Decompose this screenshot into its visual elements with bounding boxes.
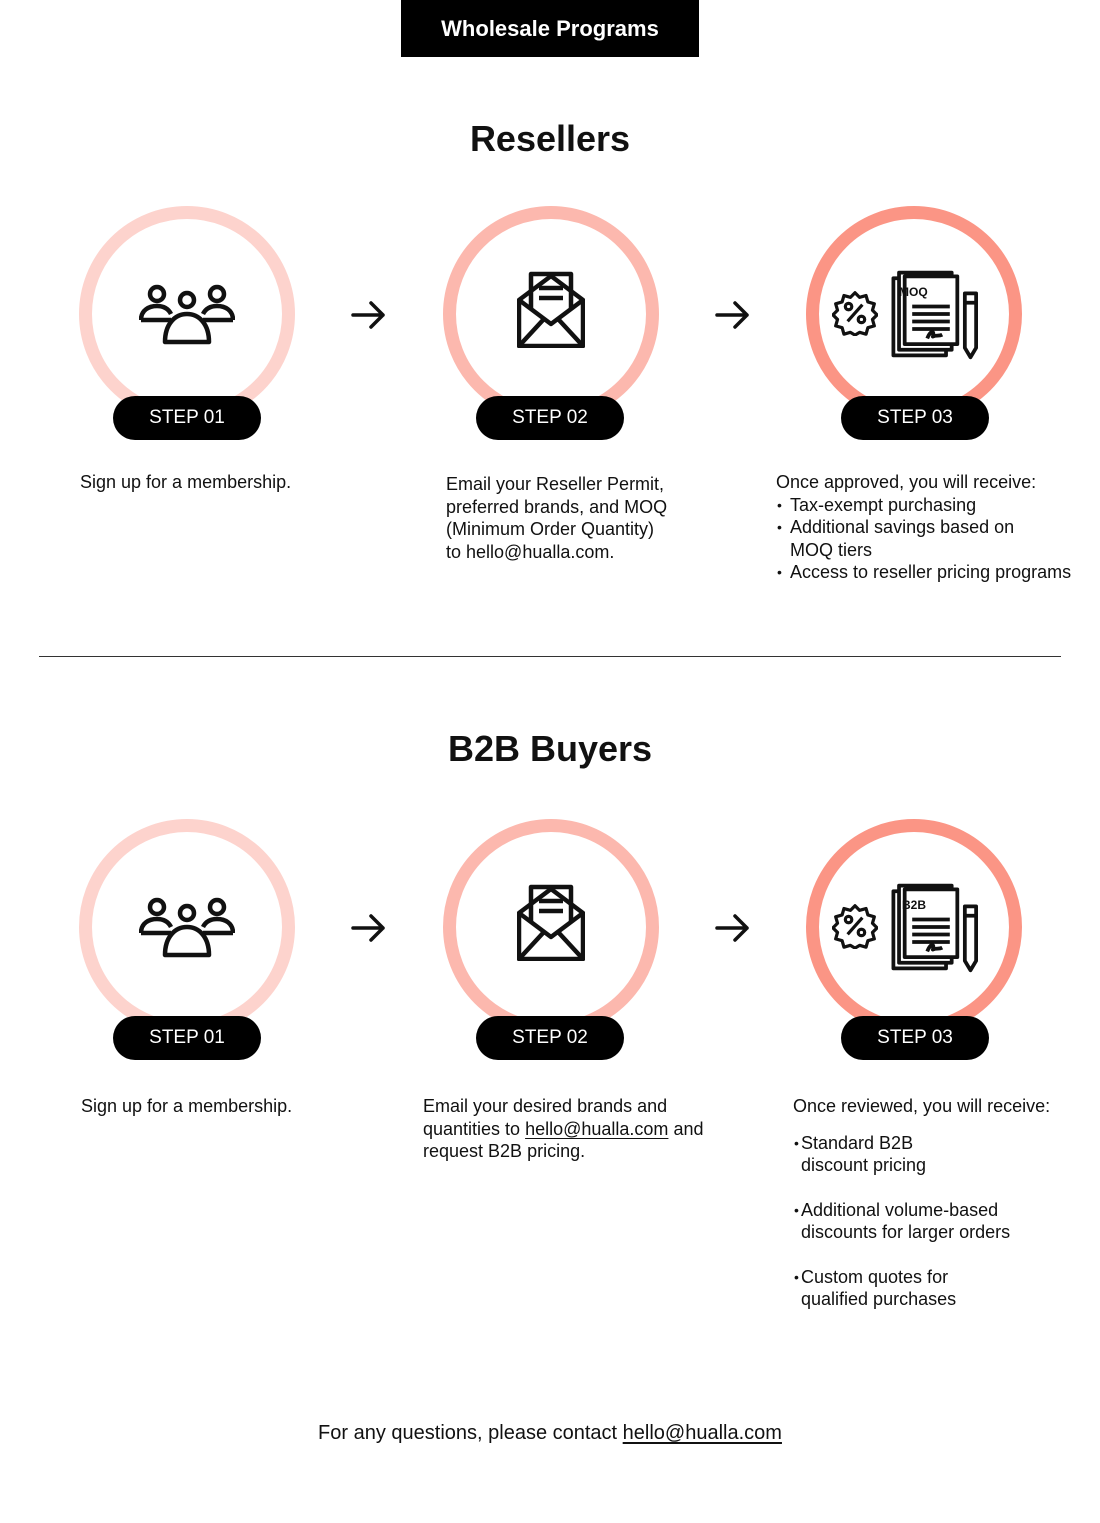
b2b-step3-text: Once reviewed, you will receive: Standar… bbox=[793, 1095, 1083, 1311]
text-line: to hello@hualla.com. bbox=[446, 541, 615, 562]
people-icon bbox=[139, 284, 235, 348]
b2b-step1-pill: STEP 01 bbox=[113, 1016, 261, 1060]
footer-contact: For any questions, please contact hello@… bbox=[0, 1422, 1100, 1445]
step-label: STEP 03 bbox=[877, 407, 953, 428]
text-line: Email your Reseller Permit, bbox=[446, 474, 665, 494]
step-label: STEP 02 bbox=[512, 1027, 588, 1048]
resellers-step1-text: Sign up for a membership. bbox=[80, 471, 291, 494]
footer-text: For any questions, please contact bbox=[318, 1422, 623, 1444]
text-line: preferred brands, and MOQ bbox=[446, 496, 668, 517]
b2b-step1-ring bbox=[79, 819, 295, 1035]
b2b-step3-pill: STEP 03 bbox=[841, 1016, 989, 1060]
resellers-step2-pill: STEP 02 bbox=[476, 396, 624, 440]
benefits-list: Tax-exempt purchasing Additional savings… bbox=[776, 494, 1094, 584]
resellers-step1-pill: STEP 01 bbox=[113, 396, 261, 440]
list-item: Additional volume-based discounts for la… bbox=[793, 1199, 1041, 1244]
arrow-right-icon bbox=[715, 914, 749, 942]
resellers-step2-ring bbox=[443, 206, 659, 422]
step-description: Sign up for a membership. bbox=[80, 472, 292, 492]
b2b-step2-text: Email your desired brands and quantities… bbox=[423, 1095, 703, 1163]
banner-title: Wholesale Programs bbox=[441, 15, 659, 41]
b2b-step2-ring bbox=[443, 819, 659, 1035]
discount-badge-icon bbox=[832, 290, 878, 336]
b2b-step2-pill: STEP 02 bbox=[476, 1016, 624, 1060]
list-item: Custom quotes for qualified purchases bbox=[793, 1266, 981, 1311]
b2b-step1-text: Sign up for a membership. bbox=[81, 1095, 292, 1118]
resellers-step1-ring bbox=[79, 206, 295, 422]
document-icon bbox=[884, 268, 978, 360]
step-label: STEP 02 bbox=[512, 407, 588, 428]
text-line: Email your desired brands and bbox=[423, 1096, 668, 1116]
resellers-step3-text: Once approved, you will receive: Tax-exe… bbox=[776, 471, 1094, 584]
arrow-right-icon bbox=[351, 301, 385, 329]
resellers-step2-text: Email your Reseller Permit, preferred br… bbox=[446, 473, 667, 563]
text-line: quantities to hello@hualla.com and bbox=[423, 1118, 704, 1139]
arrow-right-icon bbox=[351, 914, 385, 942]
banner: Wholesale Programs bbox=[401, 0, 699, 57]
list-item: Access to reseller pricing programs bbox=[776, 561, 1094, 584]
document-icon bbox=[884, 881, 978, 973]
b2b-heading: B2B Buyers bbox=[447, 728, 653, 769]
resellers-step3-pill: STEP 03 bbox=[841, 396, 989, 440]
envelope-icon bbox=[517, 270, 585, 348]
envelope-icon bbox=[517, 883, 585, 961]
list-item: Additional savings based on MOQ tiers bbox=[776, 516, 1026, 561]
benefits-intro: Once reviewed, you will receive: bbox=[793, 1096, 1051, 1116]
step-description: Sign up for a membership. bbox=[81, 1096, 293, 1116]
b2b-step3-ring: B2B bbox=[806, 819, 1022, 1035]
benefits-list: Standard B2B discount pricing Additional… bbox=[793, 1132, 1083, 1311]
resellers-step3-ring: MOQ bbox=[806, 206, 1022, 422]
people-icon bbox=[139, 897, 235, 961]
arrow-right-icon bbox=[715, 301, 749, 329]
text-line: request B2B pricing. bbox=[423, 1141, 586, 1161]
step-label: STEP 03 bbox=[877, 1027, 953, 1048]
footer-email-link[interactable]: hello@hualla.com bbox=[622, 1422, 782, 1444]
document-label: MOQ bbox=[899, 285, 928, 299]
email-link[interactable]: hello@hualla.com bbox=[525, 1118, 669, 1139]
step-label: STEP 01 bbox=[149, 407, 225, 428]
benefits-intro: Once approved, you will receive: bbox=[776, 472, 1037, 492]
list-item: Standard B2B discount pricing bbox=[793, 1132, 951, 1177]
text-line: (Minimum Order Quantity) bbox=[446, 519, 655, 539]
resellers-heading: Resellers bbox=[469, 118, 631, 159]
list-item: Tax-exempt purchasing bbox=[776, 494, 1094, 517]
discount-badge-icon bbox=[832, 903, 878, 949]
section-divider bbox=[39, 656, 1061, 657]
step-label: STEP 01 bbox=[149, 1027, 225, 1048]
document-label: B2B bbox=[902, 898, 927, 912]
